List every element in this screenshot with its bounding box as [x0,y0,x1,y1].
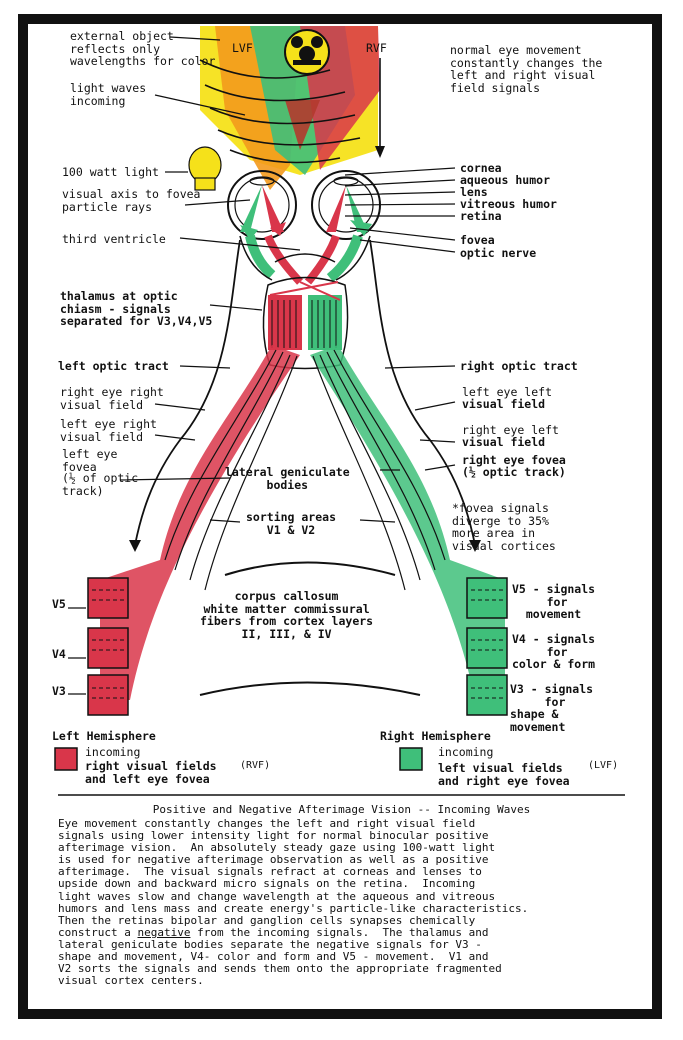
fovea-label: fovea [460,233,495,247]
v5-right-label: V5 - signals for movement [512,582,596,621]
left-legend-tag: (RVF) [240,760,271,771]
corpus-arc-bottom [199,681,421,696]
fovea-note-label: *fovea signals diverge to 35% more area … [452,501,556,553]
left-cortex-boxes [87,577,129,716]
left-legend-desc: right visual fields and left eye fovea [85,759,217,786]
page-frame [18,14,662,1019]
leader-lines [119,36,456,523]
left-hemisphere-title: Left Hemisphere [52,729,156,743]
watt-light-label: 100 watt light [62,165,159,179]
vitreous-label: vitreous humor [460,197,557,211]
caption-body-part1: Eye movement constantly changes the left… [58,817,529,939]
optic-nerves [239,234,371,285]
external-object-emblem [284,29,330,75]
thalamus-chiasm [262,276,349,370]
eye-movement-note: normal eye movement constantly changes t… [450,43,603,95]
right-outer-curve [369,239,476,546]
cornea-label: cornea [460,161,502,175]
left-outer-curve [134,239,241,546]
corpus-callosum-label: corpus callosum white matter commissural… [200,589,374,641]
right-cortex-boxes [466,577,508,716]
right-eye-fovea-a: right eye fovea [462,453,566,467]
third-ventricle-label: third ventricle [62,232,166,246]
legend-red-swatch [54,747,78,771]
left-eye [227,170,297,240]
right-eye-left-field-a: right eye left [462,423,559,437]
caption-body-part2: from the incoming signals. The thalamus … [58,925,502,988]
legend-green-swatch [399,747,423,771]
left-optic-tract-label: left optic tract [58,359,169,373]
right-incoming-label: incoming [438,745,494,759]
v4-right-label: V4 - signals for color & form [512,632,596,671]
left-eye-left-field-b: visual field [462,397,546,411]
right-hemisphere-title: Right Hemisphere [380,729,491,743]
caption-body: Eye movement constantly changes the left… [58,817,618,988]
external-object-label: external object reflects only wavelength… [70,29,216,68]
caption-negative-word: negative [137,925,191,939]
v3-right-label: V3 - signals for shape & movement [510,682,594,734]
left-incoming-label: incoming [85,745,141,759]
left-eye-fovea-note: (½ of optic track) [62,471,139,498]
sorting-areas-label: sorting areas V1 & V2 [246,510,337,537]
caption-title: Positive and Negative Afterimage Vision … [152,803,531,816]
right-legend-desc: left visual fields and right eye fovea [438,761,570,788]
light-waves-label: light waves incoming [70,81,147,108]
thalamus-label: thalamus at optic chiasm - signals separ… [60,289,213,328]
right-eye [311,170,381,240]
lvf-label: LVF [232,41,253,55]
left-eye-left-field-a: left eye left [462,385,553,399]
v3-left-label: V3 [52,684,66,698]
lgb-label: lateral geniculate bodies [225,465,350,492]
right-optic-radiation [310,345,505,700]
v5-left-label: V5 [52,597,66,611]
optic-nerve-label: optic nerve [460,246,537,260]
corpus-arc-top [224,561,396,576]
right-optic-tract-label: right optic tract [460,359,578,373]
aqueous-label: aqueous humor [460,173,551,187]
right-eye-right-field-label: right eye right visual field [60,385,164,412]
visual-axis-label: visual axis to fovea particle rays [62,187,201,214]
left-optic-radiation [100,345,300,700]
left-eye-fovea-label: left eye fovea [62,447,118,474]
v4-left-label: V4 [52,647,66,661]
left-eye-right-field-label: left eye right visual field [60,417,157,444]
light-bulb-icon [188,146,222,191]
retina-label: retina [460,209,502,223]
right-legend-tag: (LVF) [588,760,619,771]
right-eye-left-field-b: visual field [462,435,546,449]
right-eye-fovea-b: (½ optic track) [462,465,566,479]
rvf-label: RVF [366,41,387,55]
lens-label: lens [460,185,488,199]
